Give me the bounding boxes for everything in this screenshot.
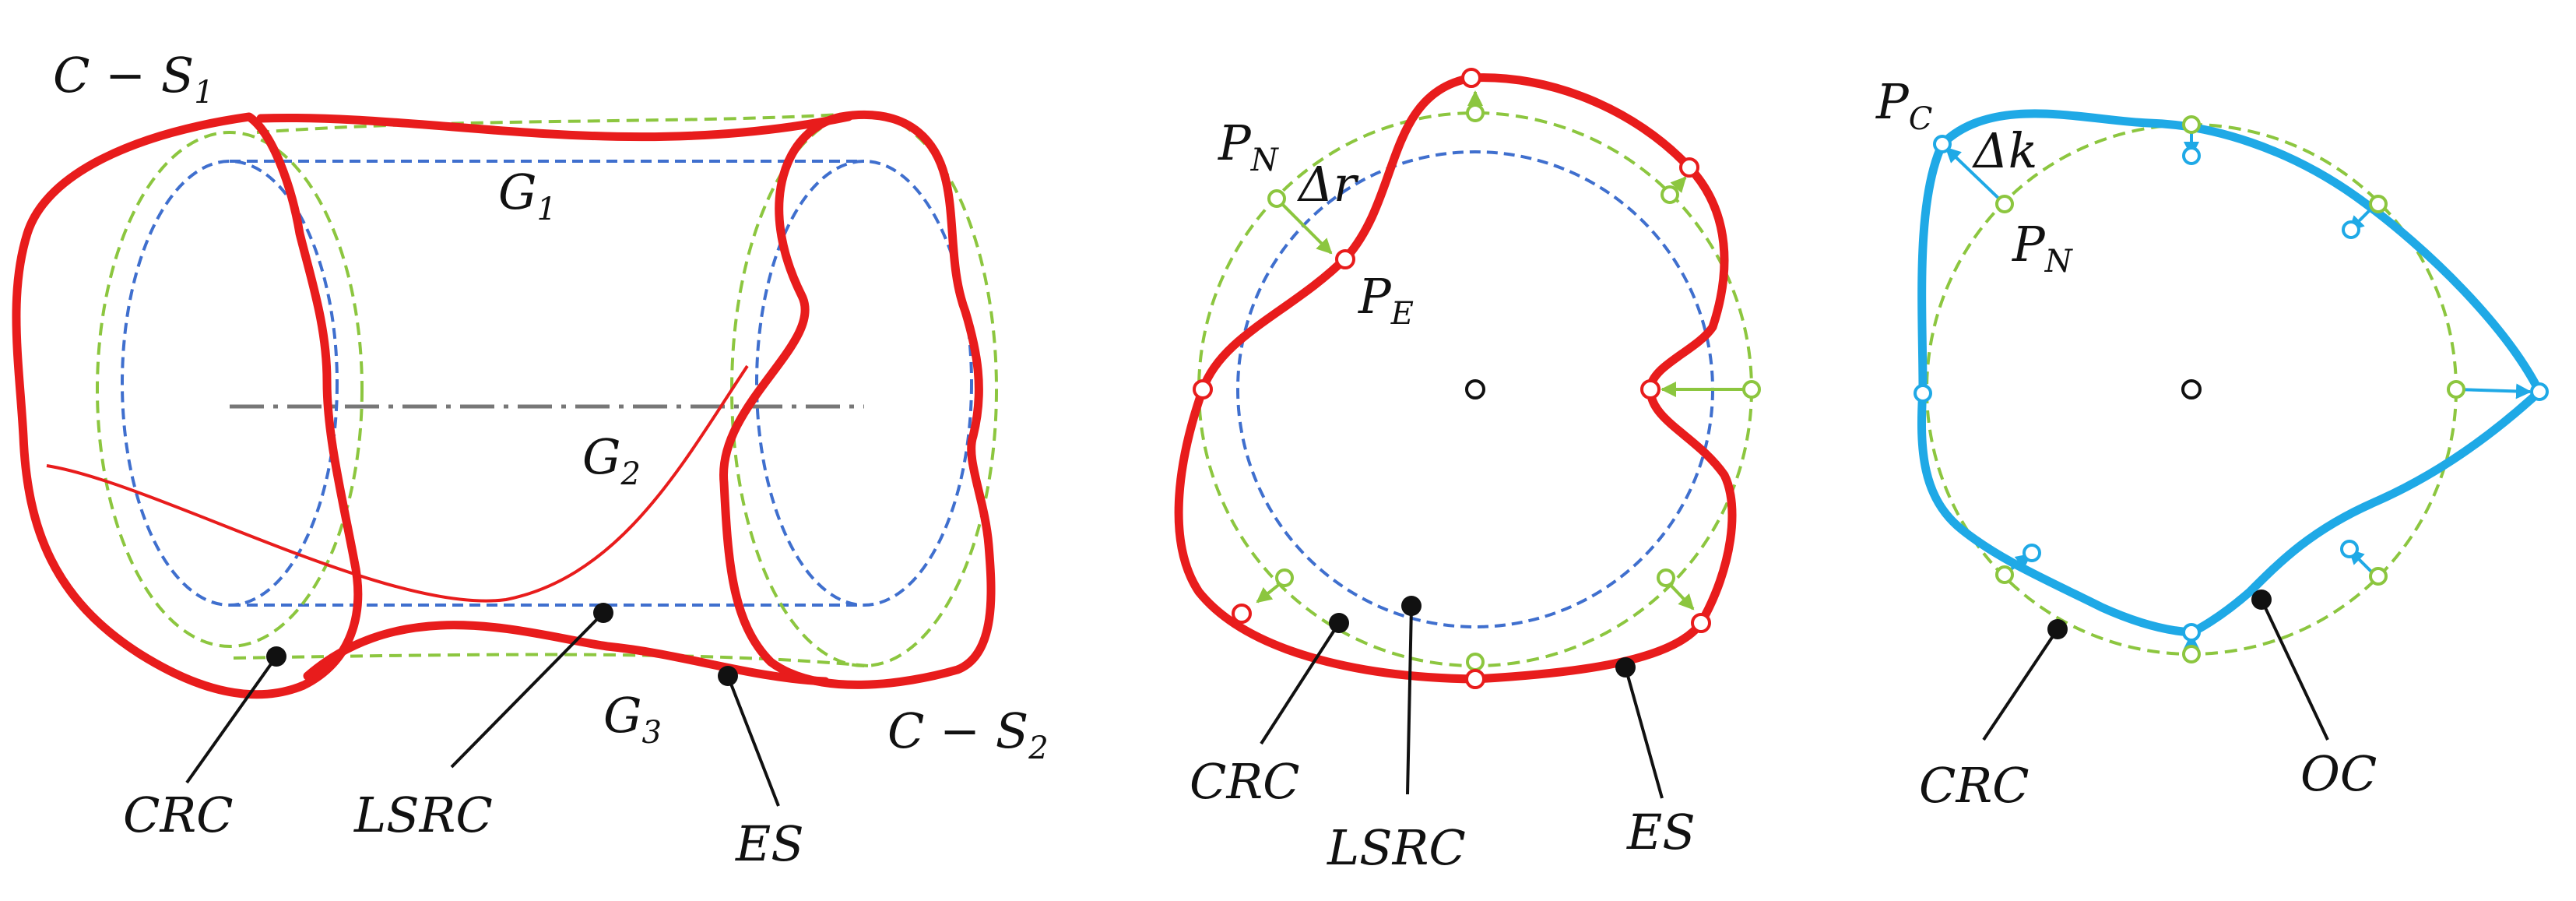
- measured-node: [1193, 379, 1213, 399]
- generator-1: [256, 112, 853, 142]
- label-pc: PC: [1875, 73, 1932, 137]
- leader-crc-right: [1982, 628, 2059, 741]
- label-g3: G3: [603, 687, 662, 751]
- label-pe: PE: [1358, 268, 1414, 332]
- label-cs2: C − S2: [887, 702, 1049, 766]
- crc-point-left: [266, 646, 286, 667]
- measured-node: [1232, 604, 1252, 624]
- label-cs1: C − S1: [53, 47, 214, 111]
- label-delta-r: Δr: [1297, 156, 1359, 213]
- label-oc: OC: [2300, 745, 2377, 802]
- lsrc-point-left: [593, 603, 613, 623]
- cross-section-2: [719, 110, 996, 689]
- measured-node: [1465, 669, 1485, 689]
- label-g1: G1: [498, 164, 557, 227]
- leader-es-mid: [1624, 667, 1664, 799]
- nominal-section-left: [96, 131, 364, 648]
- leader-oc: [2260, 599, 2329, 741]
- label-crc-mid: CRC: [1190, 753, 1300, 810]
- panel-cylinder-view: C − S1 G1 G2 G3 C − S2 CRC LSRC ES: [12, 47, 1049, 872]
- corrected-node: [2340, 540, 2359, 558]
- crc-point-mid: [1329, 613, 1349, 633]
- leader-lsrc-mid: [1406, 605, 1413, 795]
- nominal-node: [1995, 565, 2014, 584]
- measured-node-pe: [1335, 249, 1355, 269]
- label-crc-left: CRC: [123, 787, 234, 843]
- nominal-node-pn-right: [1995, 195, 2014, 213]
- nominal-section-right: [730, 111, 998, 667]
- nominal-generator-top: [256, 111, 865, 134]
- nominal-node: [2182, 645, 2201, 663]
- label-g2: G2: [582, 428, 641, 492]
- leader-es-left: [726, 675, 780, 807]
- measured-node: [1679, 157, 1699, 178]
- label-lsrc-left: LSRC: [353, 787, 493, 843]
- nominal-node: [2447, 380, 2465, 399]
- panel-corrected-profile: PC Δk PN CRC OC: [1875, 73, 2549, 814]
- corrected-node-pc: [1933, 135, 1952, 153]
- corrected-node: [2022, 544, 2041, 562]
- label-lsrc-mid: LSRC: [1327, 819, 1466, 876]
- nominal-node: [1466, 104, 1485, 122]
- nominal-node: [2369, 567, 2388, 586]
- leader-lsrc-left: [450, 611, 605, 769]
- corrected-node: [2182, 146, 2201, 165]
- corrected-node: [2182, 623, 2201, 642]
- measured-surface: [12, 110, 996, 699]
- oc-point: [2251, 590, 2272, 610]
- inner-section-left: [121, 160, 339, 607]
- label-es-left: ES: [735, 815, 804, 872]
- es-point-left: [718, 666, 738, 686]
- corrected-profile: [1917, 109, 2544, 637]
- nominal-node: [1661, 185, 1679, 204]
- label-crc-right: CRC: [1919, 757, 2030, 814]
- leader-crc-mid: [1260, 621, 1341, 745]
- lsrc-point-mid: [1401, 596, 1422, 616]
- corrected-node: [2342, 220, 2360, 239]
- corrected-node: [2530, 382, 2549, 401]
- generator-2: [46, 364, 749, 603]
- label-pn-right: PN: [2012, 216, 2074, 280]
- leader-crc-left: [185, 655, 278, 784]
- inner-cylinder: [121, 160, 973, 607]
- cross-section-1: [12, 112, 363, 699]
- nominal-node-pn: [1267, 189, 1286, 208]
- corrected-node: [1914, 384, 1932, 403]
- nominal-node: [1742, 380, 1761, 399]
- label-pn-mid: PN: [1218, 114, 1280, 178]
- es-point-mid: [1615, 657, 1636, 678]
- label-delta-k: Δk: [1972, 122, 2037, 179]
- generator-3: [303, 621, 830, 686]
- nominal-node: [2182, 115, 2201, 134]
- measured-node: [1461, 68, 1481, 88]
- center-point-mid: [1465, 379, 1485, 399]
- nominal-node: [2369, 195, 2388, 213]
- center-point-right: [2181, 379, 2202, 399]
- nominal-node: [1657, 568, 1675, 587]
- measured-node: [1640, 379, 1661, 399]
- label-es-mid: ES: [1626, 804, 1696, 861]
- crc-point-right: [2047, 619, 2068, 639]
- measured-node: [1691, 613, 1711, 633]
- measured-profile: [1174, 73, 1737, 684]
- inner-section-right: [755, 160, 973, 607]
- nominal-node: [1275, 568, 1294, 587]
- panel-radial-error: PN Δr PE CRC LSRC ES: [1174, 68, 1761, 876]
- nominal-node: [1466, 653, 1485, 671]
